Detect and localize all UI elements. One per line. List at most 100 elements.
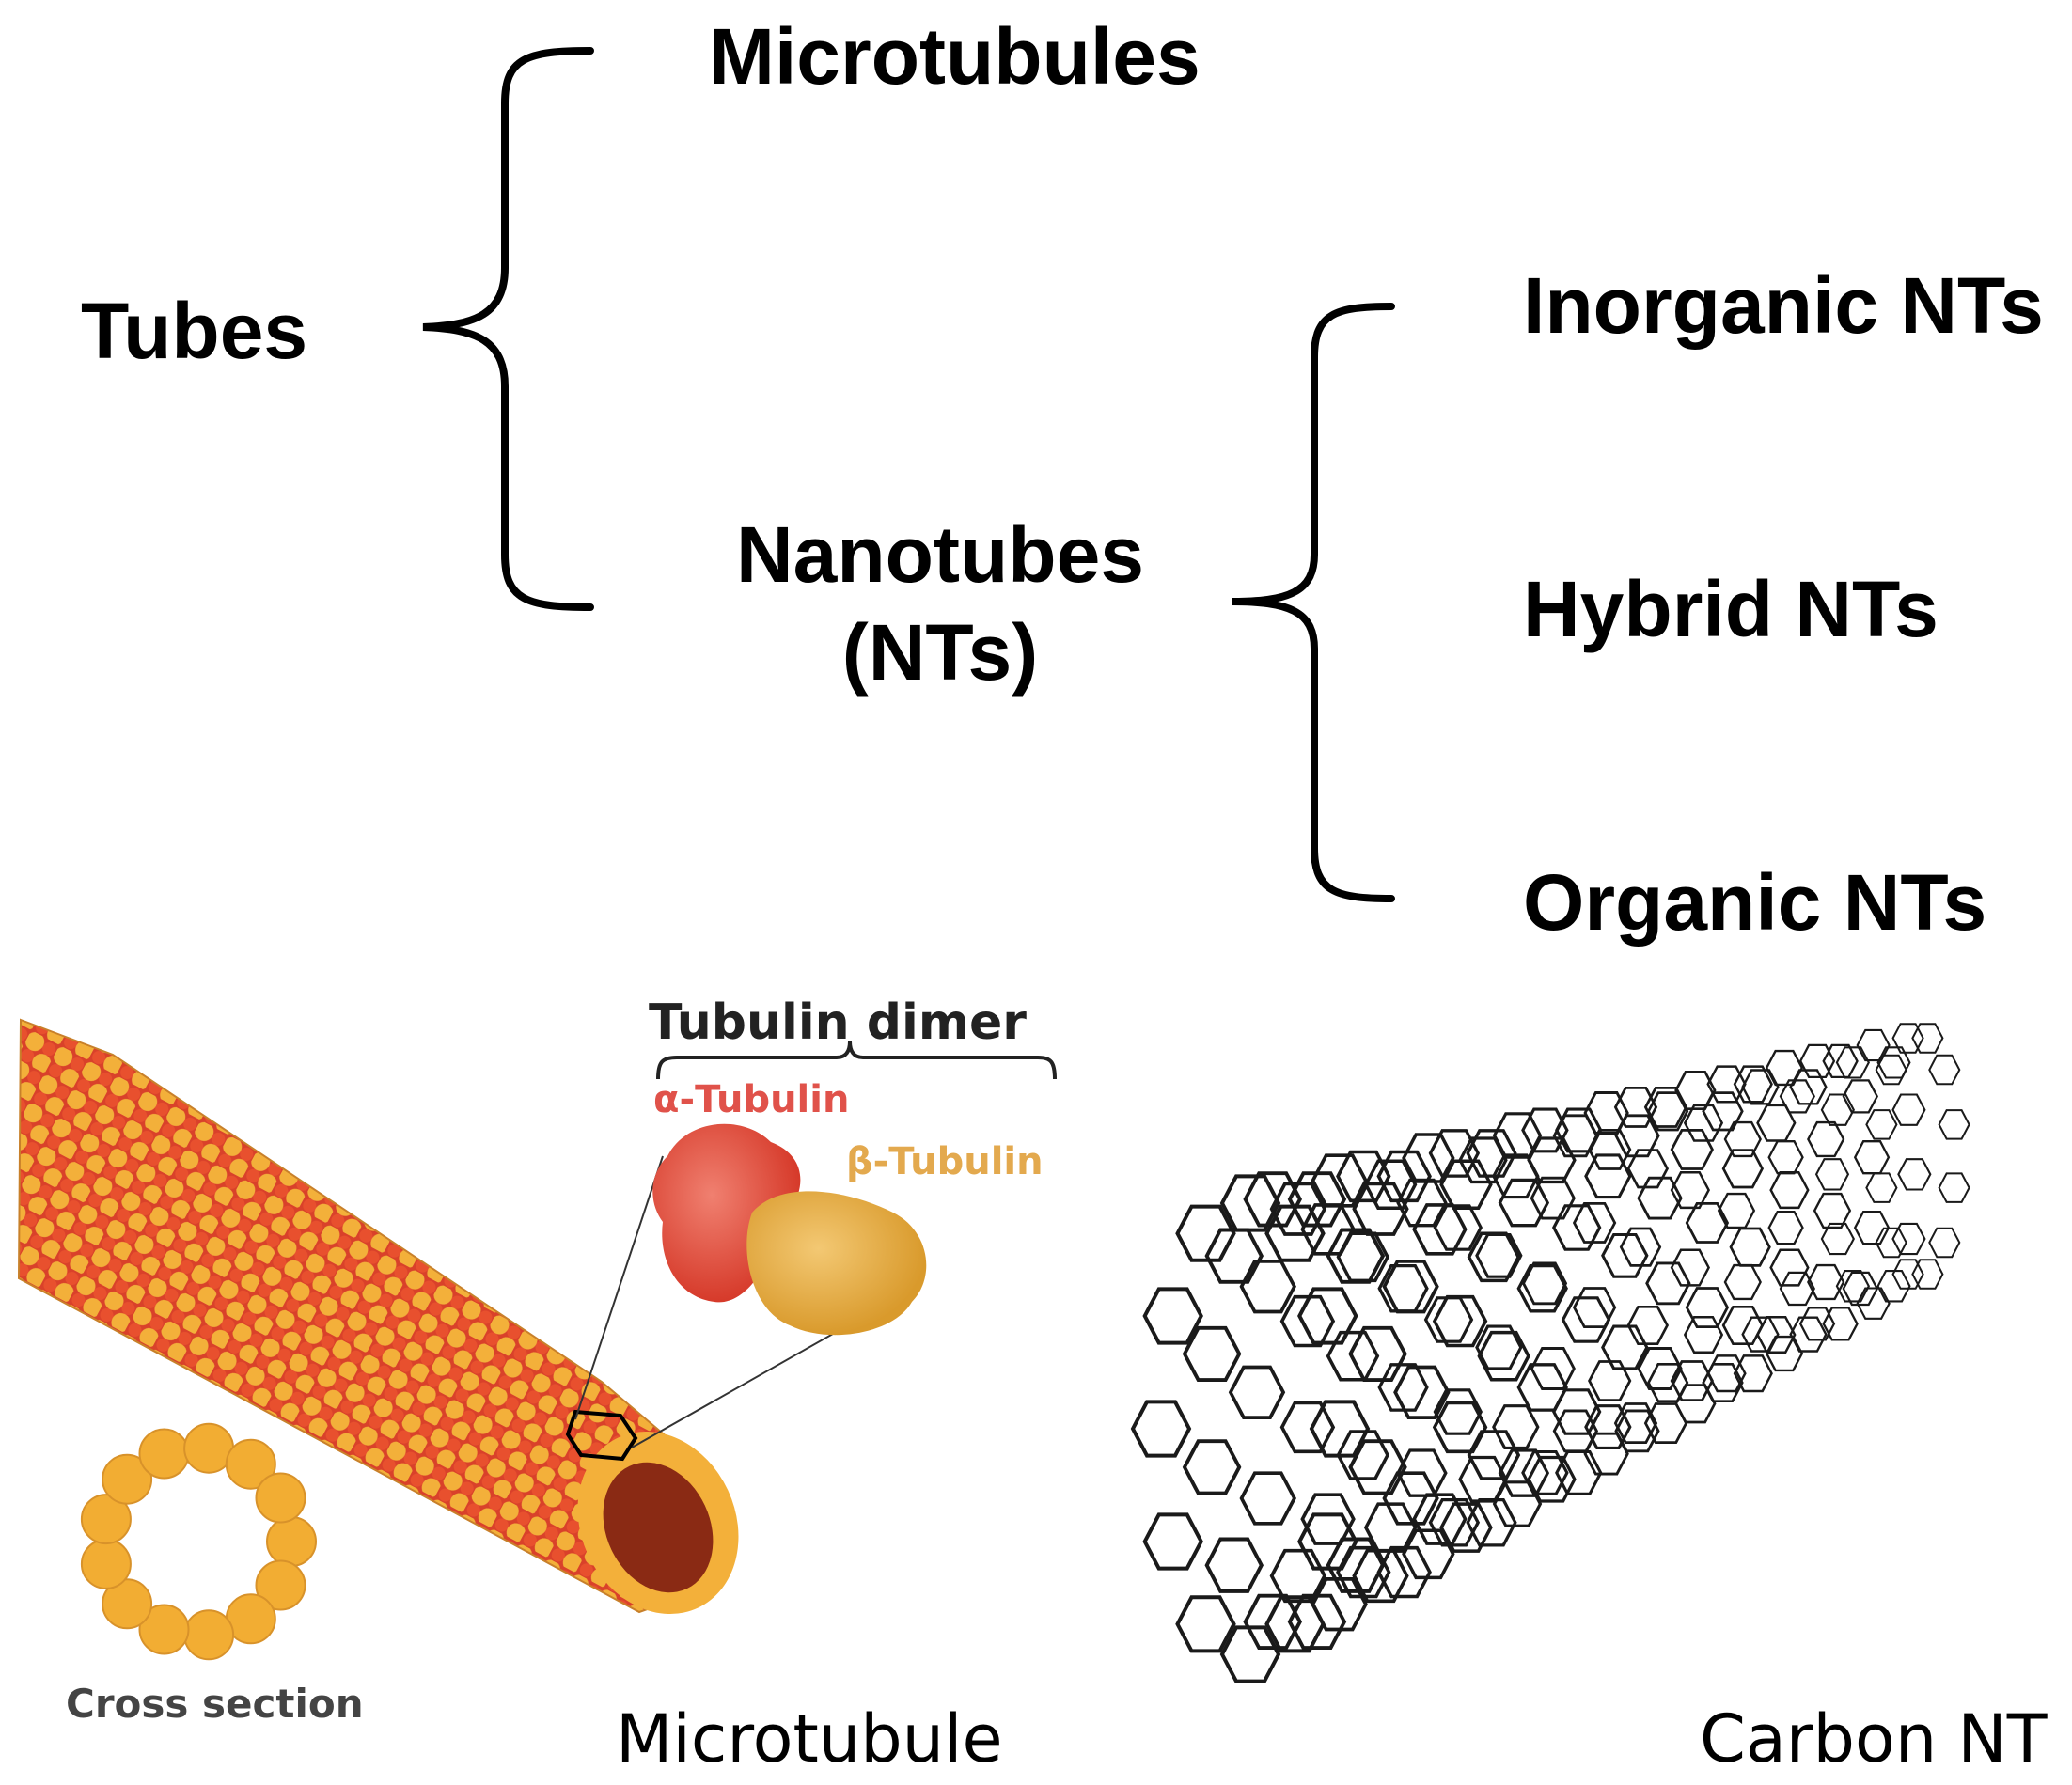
carbon-hexagon [1477,1330,1530,1382]
carbon-hexagon [1822,1307,1859,1341]
carbon-hexagon [1721,1305,1765,1346]
carbon-hexagon [1891,1259,1924,1290]
carbon-hexagon [1530,1347,1576,1390]
carbon-hexagon [1619,1227,1662,1267]
carbon-hexagon [1626,1149,1670,1189]
carbon-hexagon [1326,1537,1386,1593]
carbon-hexagon [1820,1093,1855,1126]
carbon-hexagon [1723,1263,1762,1301]
carbon-hexagon [1142,1287,1203,1345]
carbon-hexagon [1601,1324,1649,1370]
carbon-hexagon [1521,1261,1568,1306]
carbon-hexagon [1428,1497,1481,1547]
cross-section-bead [255,1472,306,1524]
carbon-hexagon [1348,1325,1407,1383]
carbon-hexagon [1439,1159,1493,1210]
carbon-hexagon [1432,1401,1488,1454]
carbon-hexagon [1769,1248,1810,1287]
carbon-hexagon [1897,1158,1932,1191]
carbon-hexagon [1352,1182,1409,1236]
carbon-hexagon [1779,1079,1815,1114]
microtubule-lumen [603,1462,714,1593]
cross-section-label: Cross section [66,1681,364,1727]
zoom-line-left [574,1155,664,1420]
carbon-hexagon [1865,1172,1898,1203]
carbon-hexagon [1287,1171,1347,1228]
carbon-hexagon [1530,1176,1576,1220]
carbon-hexagon [1492,1153,1540,1199]
carbon-hexagon [1584,1404,1632,1449]
carbon-hexagon [1835,1270,1870,1303]
carbon-hexagon [1287,1593,1347,1651]
nanotubes-label-line1: Nanotubes [735,510,1145,599]
carbon-hexagon [1891,1023,1924,1054]
carbon-hexagon [1279,1401,1336,1454]
carbon-hexagon [1807,1120,1845,1158]
carbon-hexagon [1875,1227,1907,1259]
carbon-hexagon [1767,1140,1804,1175]
carbon-hexagon [1911,1023,1944,1054]
cross-section-bead [102,1578,153,1630]
carbon-hexagon [1891,1222,1926,1256]
hybrid-nts-label: Hybrid NTs [1523,565,1939,653]
carbon-hexagon [1363,1502,1418,1553]
carbon-hexagon [1706,1065,1747,1104]
carbon-hexagon [1645,1261,1691,1306]
carbon-hexagon [1572,1202,1617,1244]
carbon-hexagon [1938,1109,1970,1140]
carbon-hexagon [1853,1210,1891,1245]
tubulin-dimer-label: Tubulin dimer [649,994,1027,1051]
carbon-hexagon [1614,1409,1660,1453]
carbon-hexagon [1674,1384,1717,1424]
carbon-hexagon [1393,1365,1451,1419]
carbon-hexagon [1702,1091,1744,1132]
carbon-hexagon [1822,1043,1859,1079]
carbon-hexagon [1428,1129,1481,1178]
carbon-hexagon [1475,1324,1523,1370]
carbon-hexagon [1588,1129,1632,1170]
carbon-hexagon [1613,1402,1658,1444]
carbon-hexagon [1853,1140,1891,1175]
carbon-hexagon [1204,1537,1264,1593]
carbon-hexagon [1243,1171,1303,1228]
carbon-hexagon [1516,1263,1568,1313]
carbon-hexagon [1552,1409,1599,1453]
carbon-hexagon [1382,1471,1439,1526]
carbon-hexagon [1175,1204,1236,1262]
carbon-hexagon [1928,1227,1961,1259]
tubes-brace [422,47,594,611]
carbon-hexagon [1182,1325,1242,1383]
cross-section-bead [102,1453,153,1505]
carbon-hexagon [1683,1315,1724,1354]
carbon-hexagon [1756,1315,1797,1354]
carbon-hexagon [1219,1625,1281,1683]
carbon-hexagon [1842,1079,1879,1114]
alpha-tubulin-label: α-Tubulin [653,1078,850,1121]
carbon-nt-caption: Carbon NT [1700,1700,2048,1777]
carbon-hexagon [1733,1065,1773,1104]
carbon-hexagon [1670,1248,1711,1287]
carbon-hexagon [1813,1192,1852,1229]
carbon-hexagon [1433,1388,1483,1435]
carbon-hexagon [1492,1404,1540,1449]
carbon-hexagon [1309,1400,1371,1458]
carbon-hexagon [1475,1232,1523,1278]
carbon-hexagon [1239,1260,1296,1314]
tubulin-dimer-bracket [656,1041,1057,1080]
carbon-hexagon [1928,1054,1961,1086]
carbon-hexagon [1584,1153,1632,1199]
carbon-hexagon [1396,1448,1448,1497]
carbon-hexagon [1876,1270,1911,1303]
carbon-hexagon [1433,1204,1483,1251]
carbon-hexagon [1219,1174,1281,1232]
carbon-hexagon [1613,1087,1658,1128]
carbon-hexagon [1297,1512,1358,1571]
carbon-hexagon [1614,1114,1660,1158]
nanotubes-brace [1231,303,1395,902]
carbon-hexagon [1311,1577,1368,1632]
carbon-hexagon [1130,1400,1192,1458]
carbon-hexagon [1269,1548,1327,1604]
carbon-hexagon [1243,1593,1303,1651]
carbon-hexagon [1527,1136,1577,1184]
